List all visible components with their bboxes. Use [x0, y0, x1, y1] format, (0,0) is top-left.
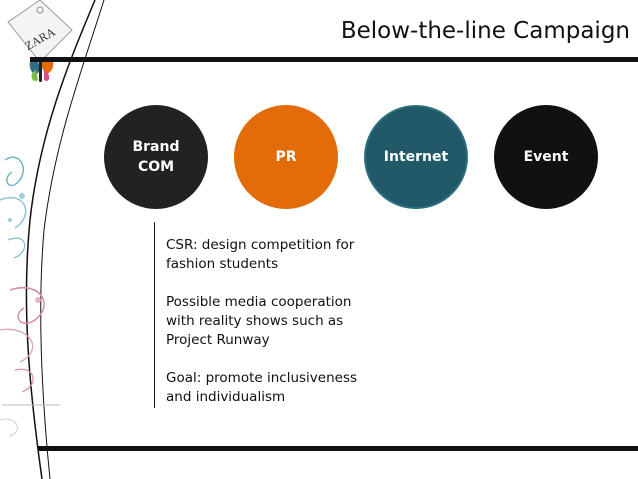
footer-divider	[38, 446, 638, 451]
paragraph-csr: CSR: design competition for fashion stud…	[166, 237, 355, 272]
circle-pr: PR	[234, 105, 338, 209]
paragraph-media: Possible media cooperation with reality …	[166, 294, 352, 348]
pr-details: CSR: design competition for fashion stud…	[166, 236, 366, 407]
slide-title: Below-the-line Campaign	[340, 18, 630, 44]
title-divider	[30, 57, 638, 62]
connector-line	[154, 222, 155, 408]
paragraph-goal: Goal: promote inclusiveness and individu…	[166, 370, 358, 405]
zara-tag-logo-icon: ZARA	[7, 0, 73, 82]
circle-brand-com: Brand COM	[104, 105, 208, 209]
circle-event: Event	[494, 105, 598, 209]
circle-internet: Internet	[364, 105, 468, 209]
floral-decoration-icon: ZARA	[0, 0, 105, 479]
